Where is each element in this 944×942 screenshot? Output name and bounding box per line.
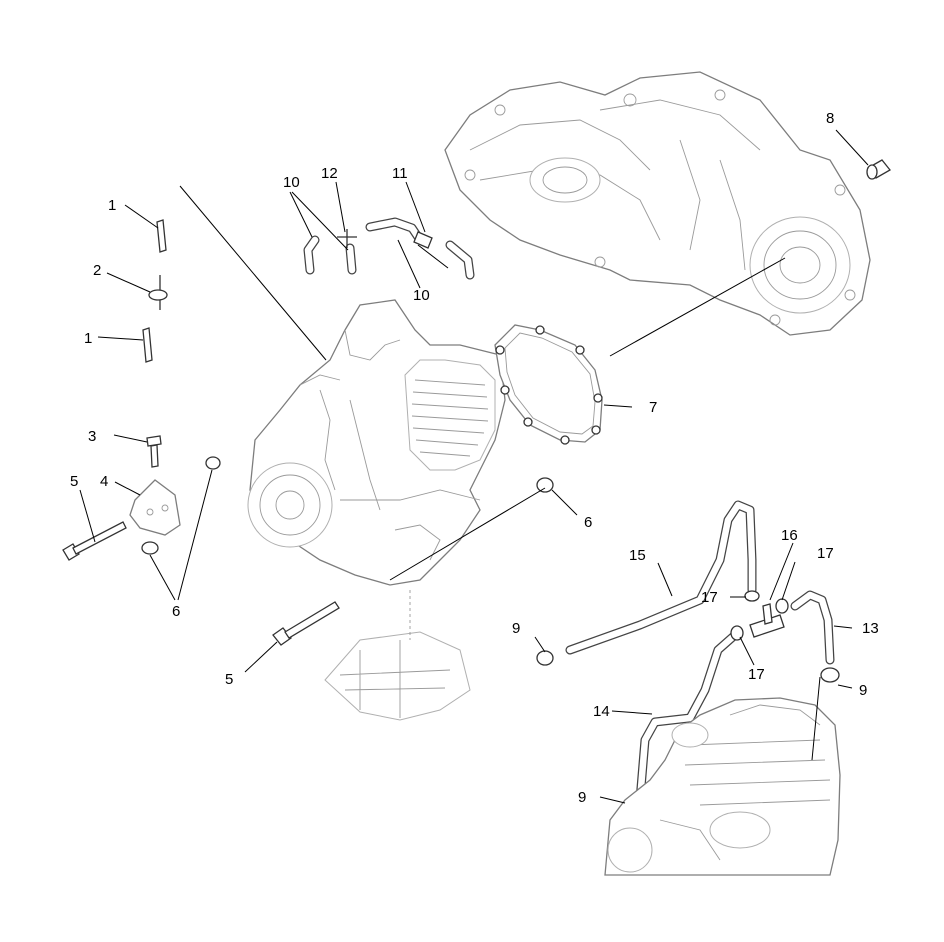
callout-11: 11: [392, 165, 408, 182]
nut-right: [536, 477, 554, 493]
nut-left: [141, 541, 159, 555]
callout-10-bottom: 10: [413, 287, 430, 304]
callout-10-top: 10: [283, 174, 300, 191]
callout-1-top: 1: [108, 197, 116, 214]
callout-2: 2: [93, 262, 101, 279]
breather-hoses-top: [303, 217, 475, 280]
stud: [148, 275, 168, 310]
callout-17-left: 17: [701, 589, 718, 606]
transmission-case: [444, 71, 871, 336]
callout-6-right: 6: [584, 514, 592, 531]
callout-16: 16: [781, 527, 798, 544]
callout-7: 7: [649, 399, 657, 416]
nut-upper: [205, 456, 221, 470]
callout-8: 8: [826, 110, 834, 127]
vent-hose-right: [790, 590, 835, 665]
tee-fitting-lower: [749, 603, 785, 638]
long-bolt-left: [62, 521, 127, 561]
vent-hose-long: [565, 500, 757, 655]
callout-17-bottom: 17: [748, 666, 765, 683]
engine-lower-right: [604, 697, 841, 876]
callout-1-bottom: 1: [84, 330, 92, 347]
check-valve: [413, 231, 433, 249]
callout-5-left: 5: [70, 473, 78, 490]
callout-labels: 1 2 1 3 4 5 5 6 6 7 8 9 9 9 10 10 11 12 …: [70, 110, 879, 806]
callout-17-top-right: 17: [817, 545, 834, 562]
callout-12: 12: [321, 165, 338, 182]
long-bolt-bottom: [272, 601, 340, 646]
callout-4: 4: [100, 473, 108, 490]
dowel-pin-bottom: [142, 327, 153, 363]
tee-fitting-top: [337, 229, 357, 248]
callout-9-bottom: 9: [578, 789, 586, 806]
leader-lines: [79, 129, 869, 804]
bolt-short: [146, 435, 162, 468]
mount-bracket: [129, 479, 181, 536]
gasket: [494, 324, 603, 445]
callout-3: 3: [88, 428, 96, 445]
vent-hose-lower: [635, 630, 740, 805]
callout-9-right: 9: [859, 682, 867, 699]
dowel-pin-top: [156, 219, 167, 253]
drain-plug: [866, 159, 891, 180]
engine-assembly: [247, 299, 506, 586]
callout-15: 15: [629, 547, 646, 564]
frame-section: [324, 590, 471, 721]
callout-6-left: 6: [172, 603, 180, 620]
callout-13: 13: [862, 620, 879, 637]
callout-14: 14: [593, 703, 610, 720]
callout-5-bottom: 5: [225, 671, 233, 688]
callout-9-left: 9: [512, 620, 520, 637]
